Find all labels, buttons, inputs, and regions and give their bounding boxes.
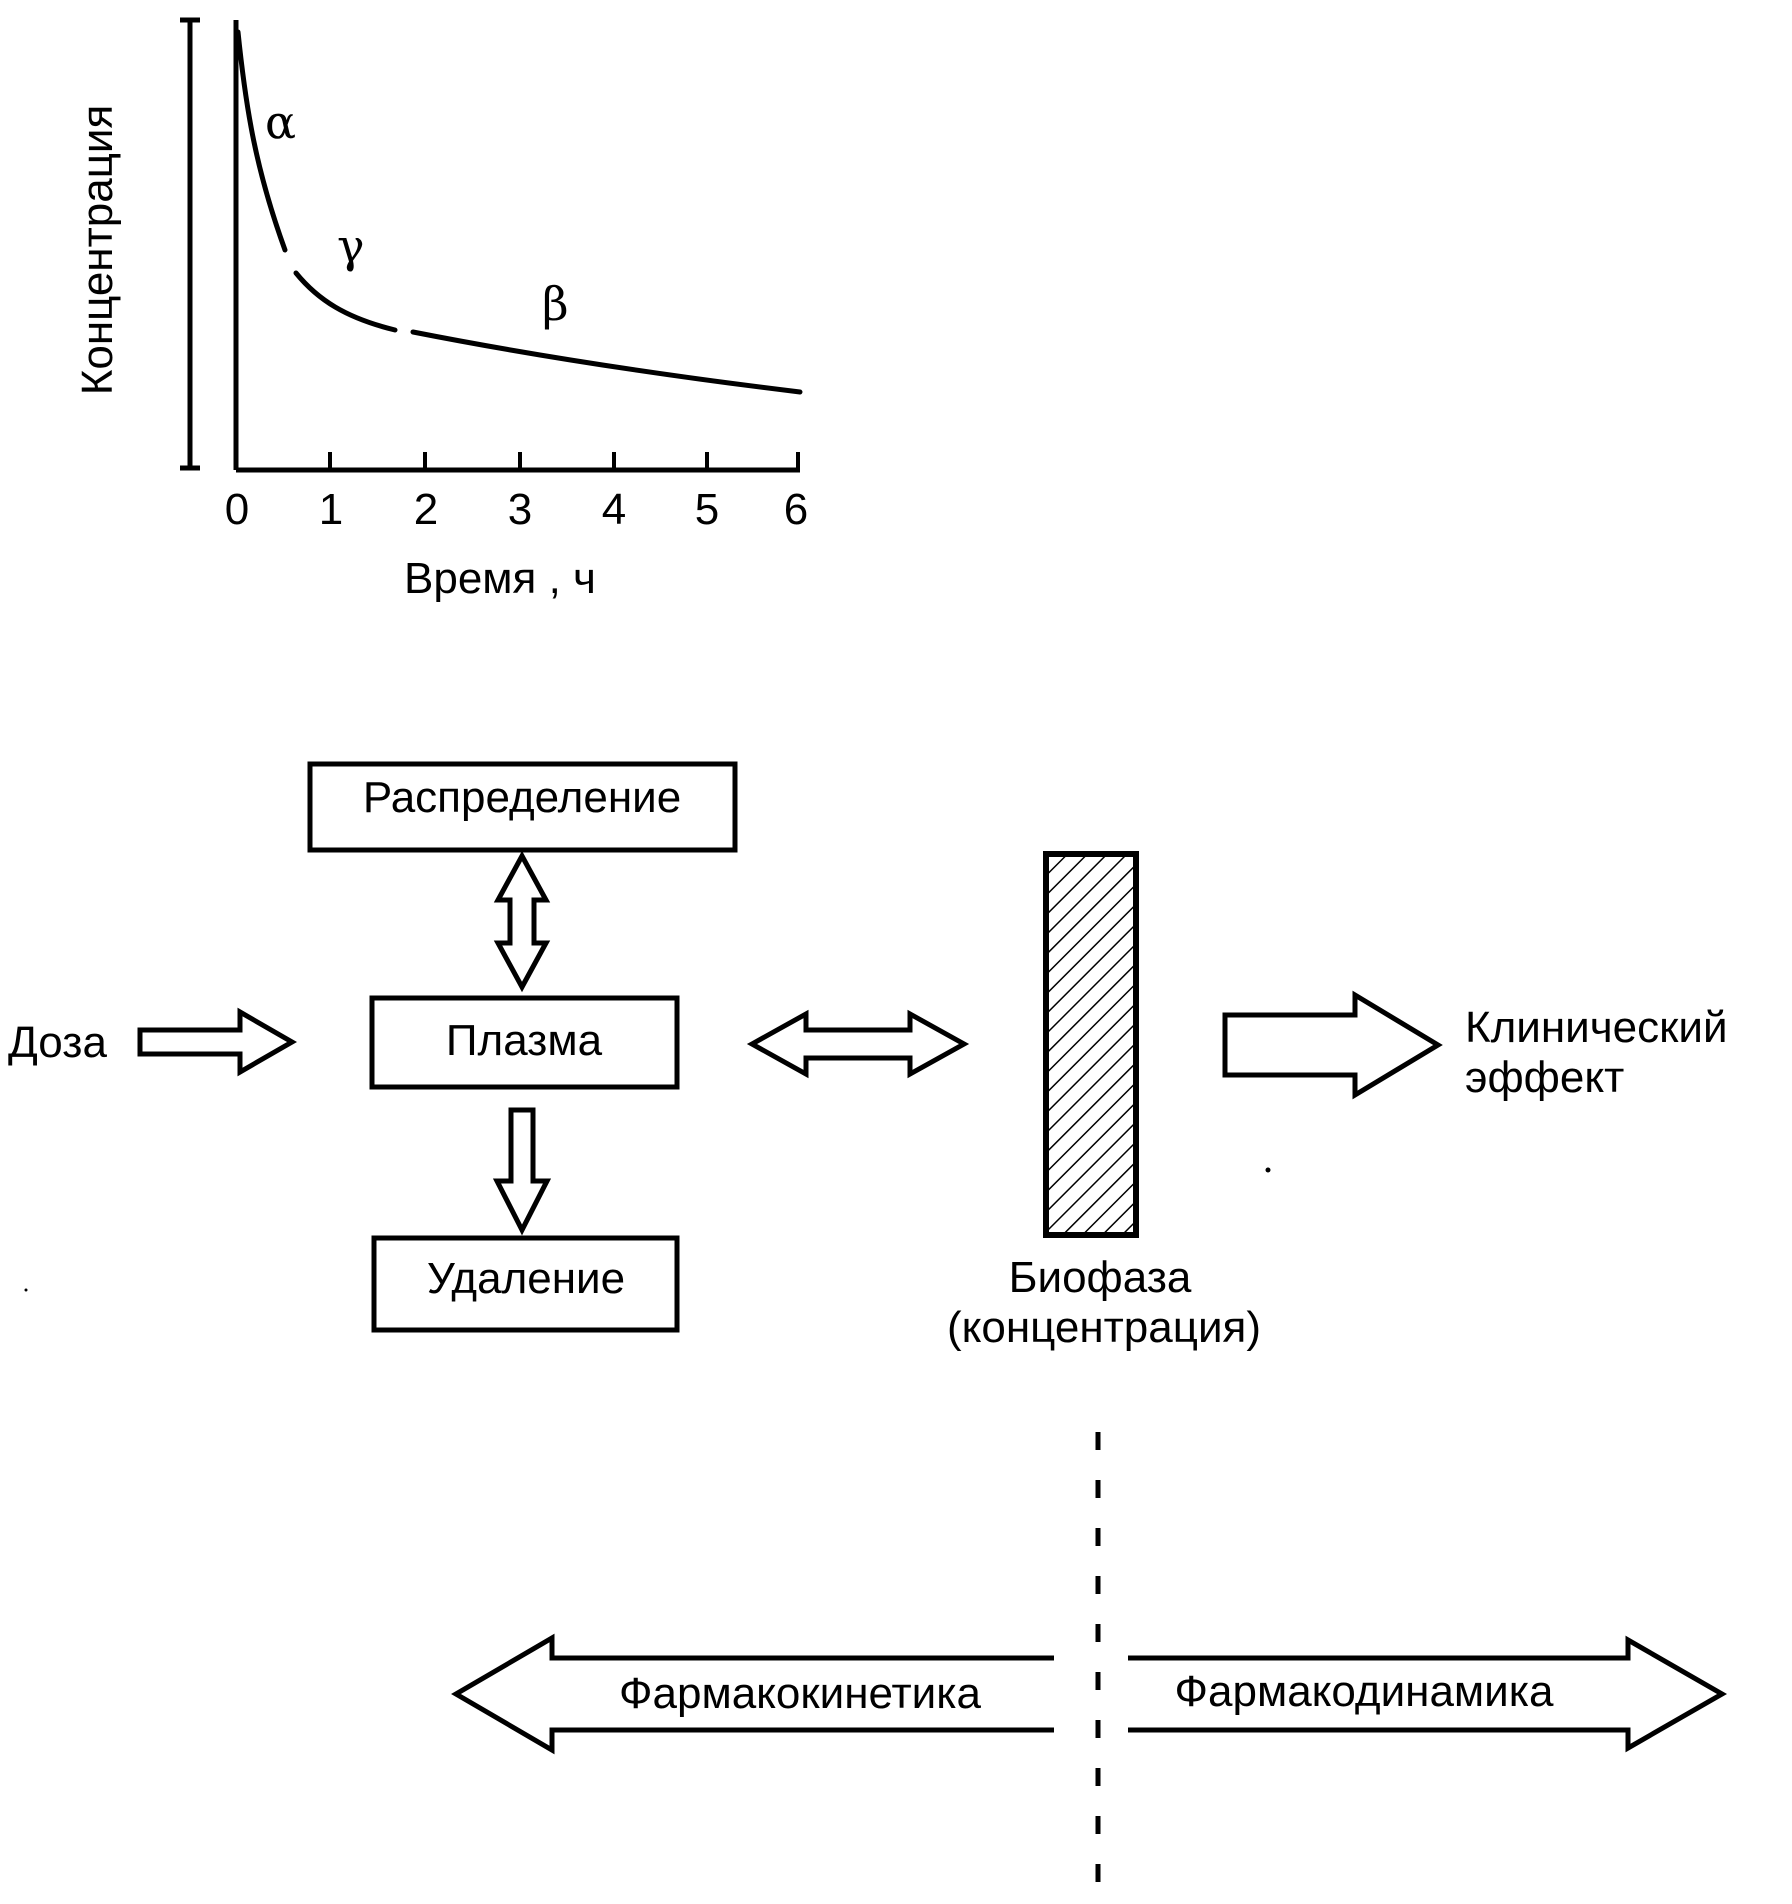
x-axis-label: Время , ч — [404, 554, 596, 603]
pharmacokinetics-label: Фармакокинетика — [619, 1669, 981, 1718]
x-tick-label: 3 — [508, 485, 532, 534]
biophase-bar — [1043, 851, 1139, 1238]
curve-beta-segment — [410, 329, 803, 395]
removal-label: Удаление — [427, 1254, 625, 1303]
double-arrow-horizontal-icon — [746, 1009, 970, 1079]
curve-gamma-segment — [293, 270, 398, 333]
concentration-time-graph: 0 1 2 3 4 5 6 Время , ч Концентрация α γ… — [73, 17, 808, 603]
x-tick-label: 0 — [225, 485, 249, 534]
scan-dot — [1265, 1167, 1271, 1173]
biophase-label: Биофаза — [1009, 1253, 1192, 1302]
effect-label: Клинический — [1465, 1003, 1728, 1052]
dose-label: Доза — [8, 1018, 107, 1067]
phase-label-alpha: α — [265, 95, 296, 149]
phase-label-gamma: γ — [337, 219, 365, 273]
x-tick-label: 4 — [602, 485, 626, 534]
arrow-right-effect-icon — [1222, 990, 1443, 1100]
arrow-down-icon — [492, 1107, 552, 1236]
y-bracket — [180, 17, 200, 471]
x-ticks — [328, 452, 800, 470]
arrow-left-pk-icon — [451, 1633, 1054, 1755]
x-tick-label: 6 — [784, 485, 808, 534]
arrow-right-dose-icon — [137, 1007, 298, 1077]
distribution-label: Распределение — [363, 773, 681, 822]
x-tick-label: 5 — [695, 485, 719, 534]
phase-label-beta: β — [542, 277, 569, 331]
curve-alpha-segment — [235, 29, 288, 253]
x-tick-label: 1 — [319, 485, 343, 534]
plasma-box — [369, 995, 680, 1090]
y-axis-label: Концентрация — [73, 105, 122, 396]
double-arrow-vertical-icon — [493, 850, 551, 993]
x-tick-label: 2 — [414, 485, 438, 534]
arrow-right-pd-icon — [1128, 1635, 1728, 1753]
effect-sublabel: эффект — [1465, 1053, 1624, 1102]
pk-scheme: Распределение Плазма Удаление Доза Биофа… — [8, 761, 1728, 1352]
pharmacodynamics-label: Фармакодинамика — [1175, 1667, 1554, 1716]
scan-dot — [24, 1288, 28, 1292]
plasma-label: Плазма — [446, 1016, 603, 1065]
biophase-sublabel: (концентрация) — [947, 1303, 1261, 1352]
pk-pd-split: Фармакокинетика Фармакодинамика — [451, 1432, 1728, 1904]
distribution-box — [307, 761, 738, 853]
removal-box — [371, 1235, 680, 1333]
